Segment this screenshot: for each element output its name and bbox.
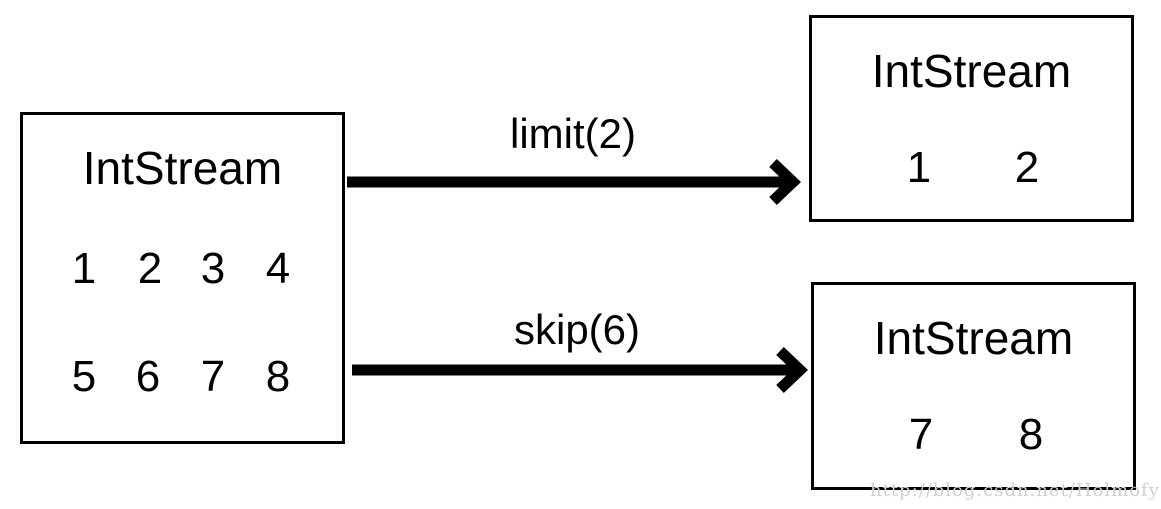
source-value-8: 8 <box>265 352 291 401</box>
source-stream-title: IntStream <box>82 142 283 194</box>
source-value-7: 7 <box>200 352 226 401</box>
source-value-3: 3 <box>200 244 226 293</box>
source-value-1: 1 <box>71 244 97 293</box>
source-stream-box: IntStream 1 2 3 4 5 6 7 8 <box>20 112 345 444</box>
skip-arrow <box>352 347 808 393</box>
limit-result-value-1: 1 <box>906 143 932 192</box>
limit-arrow <box>347 159 801 205</box>
limit-result-title: IntStream <box>871 45 1072 97</box>
source-value-4: 4 <box>265 244 291 293</box>
source-value-5: 5 <box>71 352 97 401</box>
source-value-2: 2 <box>137 244 163 293</box>
skip-result-value-7: 7 <box>908 410 934 459</box>
skip-result-title: IntStream <box>873 312 1074 364</box>
skip-result-value-8: 8 <box>1018 410 1044 459</box>
skip-operation-label: skip(6) <box>513 306 641 353</box>
watermark: http://blog.csdn.net/Holmofy <box>870 480 1160 501</box>
skip-result-box: IntStream 7 8 <box>811 282 1136 490</box>
source-value-6: 6 <box>135 352 161 401</box>
limit-operation-label: limit(2) <box>510 110 636 157</box>
limit-result-box: IntStream 1 2 <box>809 15 1134 222</box>
limit-result-value-2: 2 <box>1014 143 1040 192</box>
